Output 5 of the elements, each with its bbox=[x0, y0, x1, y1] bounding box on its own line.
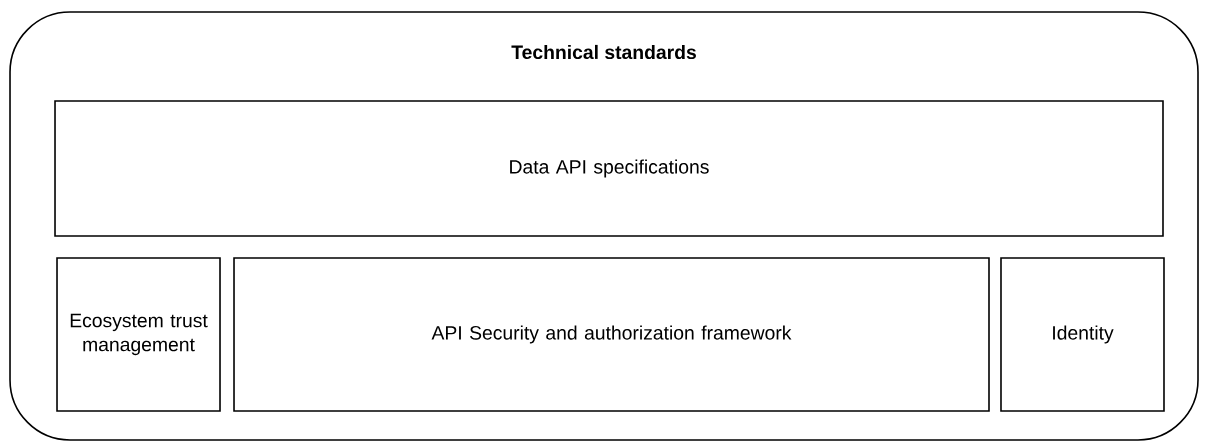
component-box: Data API specifications bbox=[54, 100, 1164, 237]
component-box: API Security and authorization framework bbox=[233, 257, 990, 412]
component-box: Identity bbox=[1000, 257, 1165, 412]
heading: Technical standards bbox=[511, 44, 696, 60]
component-box: Ecosystem trust management bbox=[56, 257, 221, 412]
